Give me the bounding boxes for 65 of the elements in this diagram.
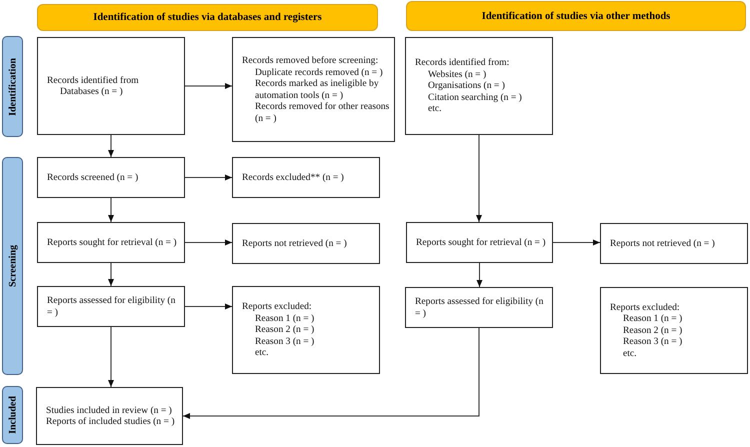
box-text: Records identified from: xyxy=(415,57,510,69)
process-box xyxy=(232,223,380,264)
arrow xyxy=(476,262,482,288)
box-text: Reports assessed for eligibility (n = ) xyxy=(415,296,544,319)
arrow xyxy=(476,134,482,222)
list-item-text: Citation searching (n = ) xyxy=(428,92,523,104)
process-box xyxy=(37,157,185,198)
phase-band xyxy=(2,157,23,375)
arrow xyxy=(184,174,232,180)
list-item-text: Reason 2 (n = ) xyxy=(255,324,316,336)
box-text: Reports sought for retrieval (n = ) xyxy=(47,236,178,248)
box-text: Reports assessed for eligibility (n = ) xyxy=(47,295,176,318)
list-item-text: Duplicate records removed (n = ) xyxy=(255,66,384,78)
arrow xyxy=(108,198,114,222)
arrow xyxy=(182,328,480,419)
phase-label: Included xyxy=(7,396,18,434)
arrow xyxy=(184,83,232,89)
list-item-text: etc. xyxy=(428,103,443,115)
list-item-text: Organisations (n = ) xyxy=(428,80,506,92)
section-header: Identification of studies via databases and registers xyxy=(37,4,378,31)
process-box xyxy=(232,286,380,374)
list-item-text: Reason 1 (n = ) xyxy=(255,312,316,324)
process-box xyxy=(37,286,185,327)
list-item-text: Records marked as ineligible by automation tools (n = ) xyxy=(255,78,380,101)
list-item-text: etc. xyxy=(623,348,638,360)
list-item-text: Reason 3 (n = ) xyxy=(623,336,684,348)
list-item-text: Reason 1 (n = ) xyxy=(623,313,684,325)
process-box xyxy=(405,287,553,328)
box-text: Reports not retrieved (n = ) xyxy=(242,238,348,250)
list-item-text: etc. xyxy=(255,347,270,359)
list-item-text: Databases (n = ) xyxy=(60,86,124,98)
process-box xyxy=(37,37,185,135)
phase-label: Screening xyxy=(7,244,18,288)
phase-band xyxy=(2,386,23,444)
list-item-text: Reason 2 (n = ) xyxy=(623,324,684,336)
process-box xyxy=(600,287,748,374)
box-text: Records identified from xyxy=(47,74,140,86)
process-box xyxy=(36,387,183,445)
list-item-text: Reason 3 (n = ) xyxy=(255,336,316,348)
box-text: Reports excluded: xyxy=(242,301,313,313)
arrow xyxy=(108,326,114,388)
list-item-text: Websites (n = ) xyxy=(428,68,488,80)
arrow xyxy=(184,304,232,310)
box-text: Reports of included studies (n = ) xyxy=(46,416,176,428)
process-box xyxy=(37,222,185,263)
box-text: Reports excluded: xyxy=(610,302,681,314)
arrow xyxy=(108,262,114,286)
section-header: Identification of studies via other methods xyxy=(406,1,746,31)
box-text: Records removed before screening: xyxy=(242,55,380,66)
arrow xyxy=(552,240,600,246)
process-box xyxy=(406,222,553,263)
box-text: Studies included in review (n = ) xyxy=(46,404,173,416)
process-box xyxy=(405,37,553,135)
box-text: Records screened (n = ) xyxy=(47,172,140,184)
box-text: Reports not retrieved (n = ) xyxy=(610,238,716,250)
process-box xyxy=(232,157,380,198)
box-text: Reports sought for retrieval (n = ) xyxy=(416,236,547,248)
phase-label: Identification xyxy=(7,58,18,116)
arrow xyxy=(108,134,114,158)
process-box xyxy=(600,223,748,264)
arrow xyxy=(184,240,232,246)
box-text: Records excluded** (n = ) xyxy=(242,172,345,184)
process-box xyxy=(232,37,395,142)
phase-band xyxy=(2,36,23,137)
list-item-text: Records removed for other reasons (n = ) xyxy=(255,101,390,124)
